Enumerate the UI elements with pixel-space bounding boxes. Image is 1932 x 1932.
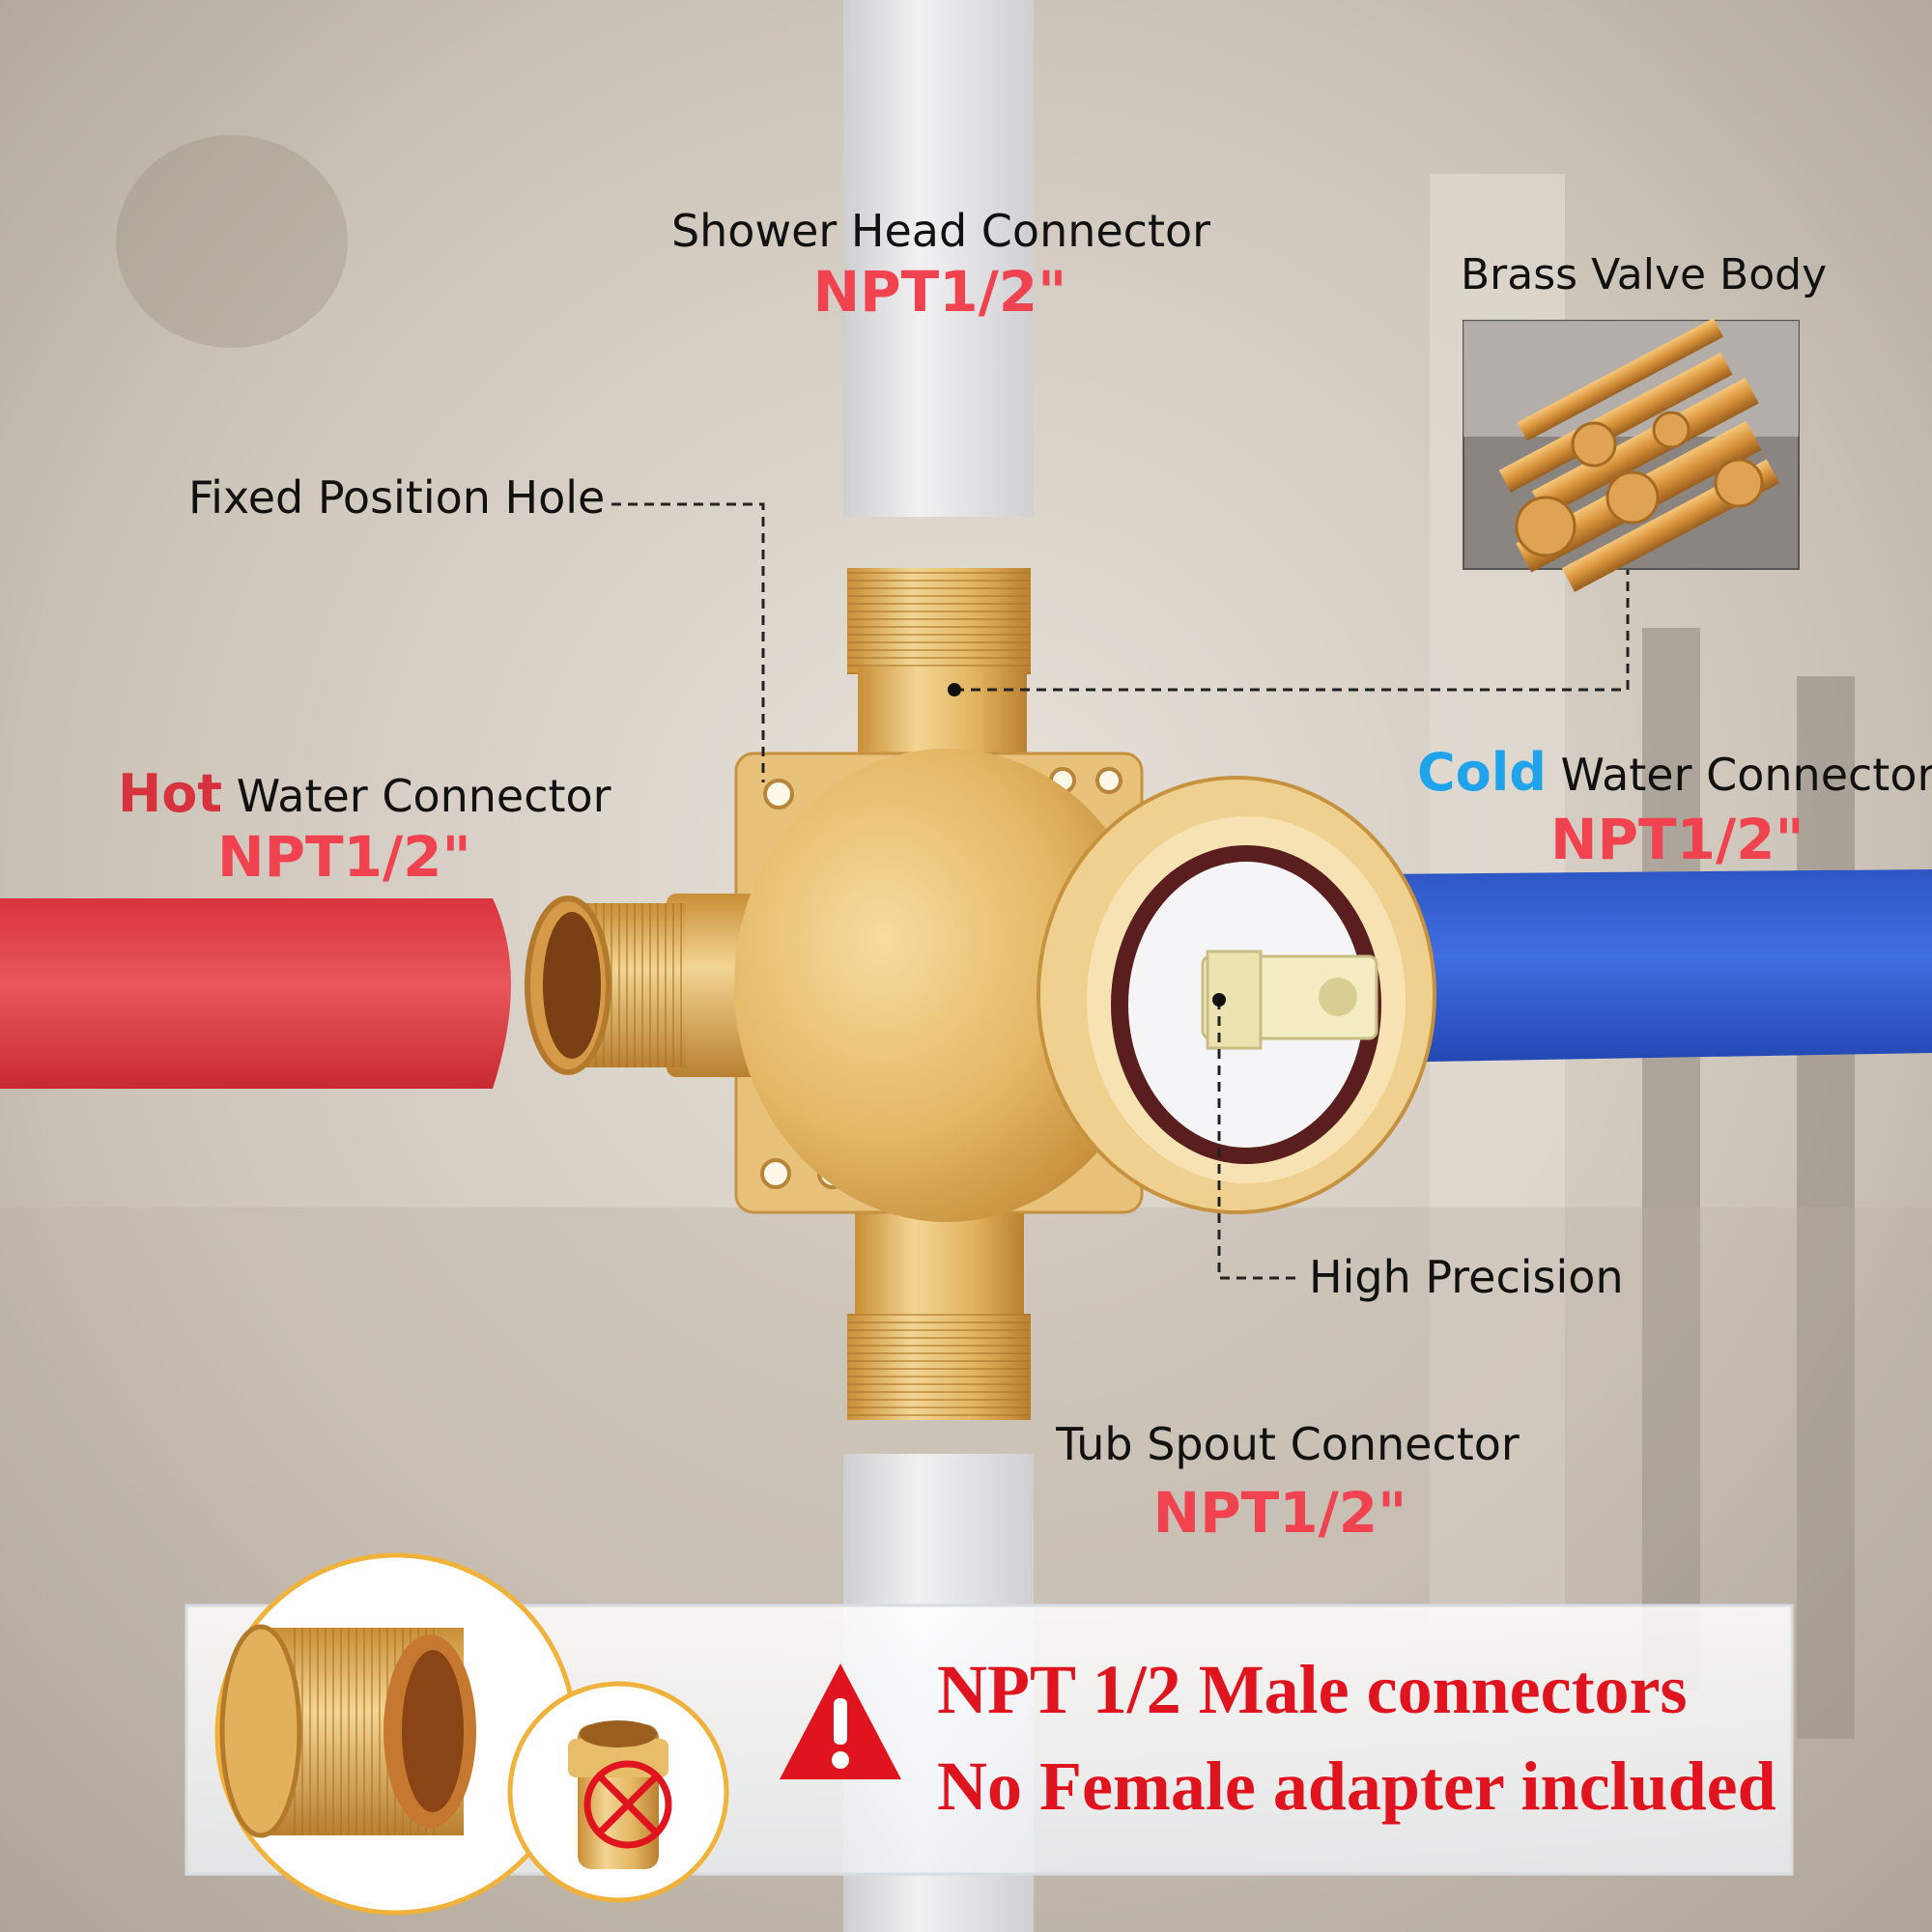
hot-connector-label: Hot Water Connector bbox=[118, 763, 611, 824]
fixed-position-hole bbox=[763, 779, 794, 810]
fixed-hole-label: Fixed Position Hole bbox=[188, 471, 606, 524]
brass-body-leader-line bbox=[954, 570, 1630, 692]
shower-head-spec: NPT1/2" bbox=[812, 259, 1067, 325]
hot-emphasis: Hot bbox=[118, 763, 223, 824]
male-connector-image bbox=[214, 1552, 578, 1916]
tub-spout-spec: NPT1/2" bbox=[1152, 1480, 1407, 1546]
high-precision-label: High Precision bbox=[1309, 1251, 1624, 1303]
hot-connector-name: Water Connector bbox=[236, 770, 611, 822]
hot-water-pipe bbox=[0, 898, 511, 1089]
upper-white-pipe bbox=[843, 0, 1034, 517]
no-symbol-icon bbox=[583, 1760, 672, 1849]
cold-connector-label: Cold Water Connector bbox=[1417, 742, 1932, 803]
cold-spec: NPT1/2" bbox=[1550, 807, 1804, 872]
cold-water-pipe bbox=[1372, 869, 1932, 1063]
brass-rods-image bbox=[1463, 318, 1800, 592]
tub-spout-label: Tub Spout Connector bbox=[1056, 1418, 1520, 1470]
cold-connector-name: Water Connector bbox=[1560, 749, 1932, 801]
brass-body-label: Brass Valve Body bbox=[1461, 250, 1828, 299]
fixed-hole-leader-line bbox=[611, 502, 765, 782]
notice-line-1: NPT 1/2 Male connectors bbox=[937, 1651, 1688, 1728]
warning-icon bbox=[780, 1663, 901, 1779]
hot-spec: NPT1/2" bbox=[217, 824, 471, 890]
cold-emphasis: Cold bbox=[1417, 742, 1547, 803]
notice-line-2: No Female adapter included bbox=[937, 1747, 1776, 1825]
high-precision-leader-line bbox=[1217, 1000, 1299, 1280]
shower-head-label: Shower Head Connector bbox=[670, 205, 1211, 257]
